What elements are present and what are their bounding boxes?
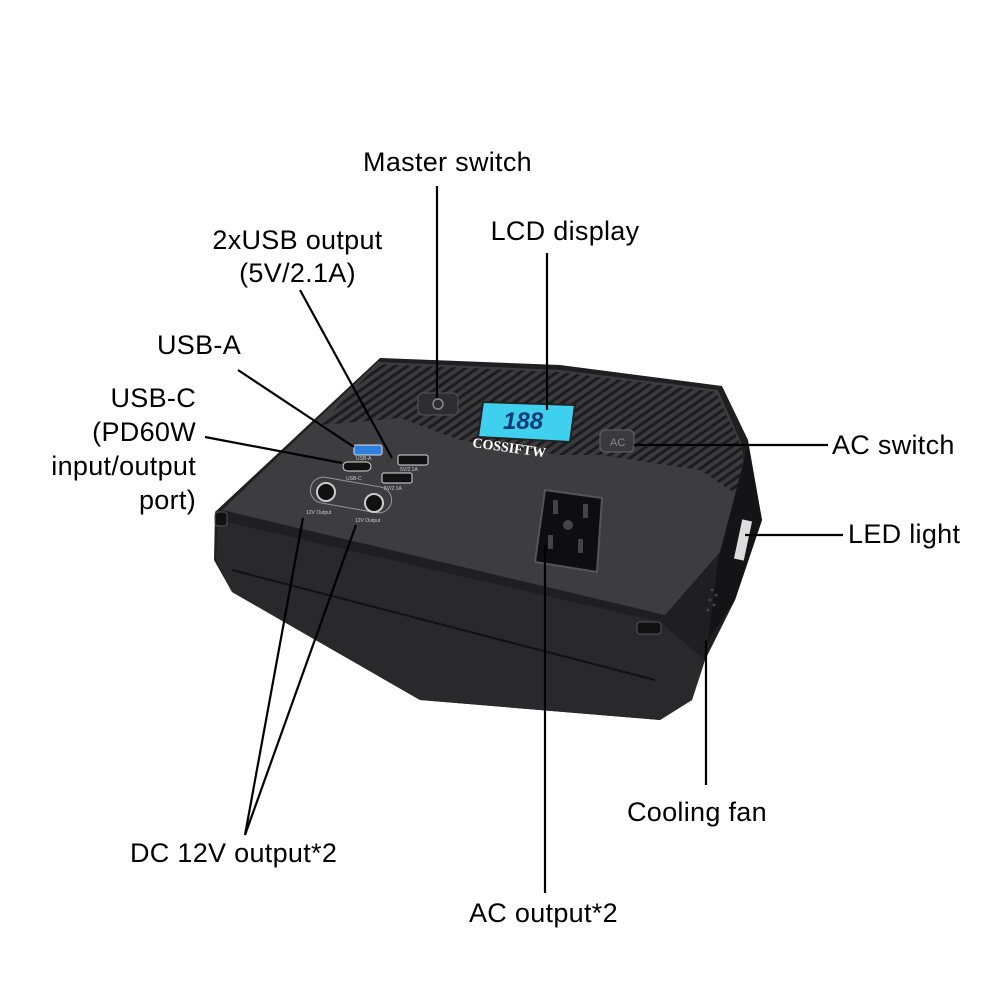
label-usb-c-io: input/output bbox=[51, 451, 196, 481]
ac-switch-button[interactable] bbox=[599, 429, 635, 453]
front-seam bbox=[231, 569, 656, 681]
side-handle-right bbox=[636, 621, 662, 635]
usb-c-port[interactable] bbox=[342, 461, 372, 472]
ac-button-label: AC bbox=[610, 437, 625, 449]
usb-5v-port-1[interactable] bbox=[397, 454, 429, 466]
side-handle-left bbox=[214, 511, 228, 527]
label-lcd-display: LCD display bbox=[490, 216, 640, 246]
dc-label-1: 12V Output bbox=[306, 510, 332, 516]
dc-label-2: 12V Output bbox=[355, 518, 381, 524]
usb-a-label: USB-A bbox=[356, 456, 372, 462]
label-usb-a: USB-A bbox=[157, 330, 242, 360]
usb-5v-label-2: 5V/2.1A bbox=[384, 486, 402, 492]
label-ac-switch: AC switch bbox=[832, 430, 955, 460]
lcd-reading: 188 bbox=[503, 408, 544, 435]
label-led-light: LED light bbox=[848, 519, 961, 549]
leader-usb-a bbox=[237, 369, 355, 448]
usb-a-port[interactable] bbox=[353, 444, 383, 456]
dc-output-panel bbox=[309, 476, 393, 514]
power-icon bbox=[432, 398, 444, 410]
led-light-strip bbox=[733, 519, 753, 561]
leader-dc-output-2 bbox=[243, 524, 358, 836]
leader-usb-output bbox=[299, 289, 393, 459]
dc-output-port-2[interactable] bbox=[364, 493, 384, 513]
device-front bbox=[216, 520, 705, 720]
ac-outlet[interactable] bbox=[533, 488, 604, 574]
label-usb-c: USB-C bbox=[110, 383, 196, 413]
label-cooling-fan: Cooling fan bbox=[627, 797, 767, 827]
cooling-fan-vents bbox=[706, 588, 718, 612]
leader-dc-output-1 bbox=[243, 517, 305, 836]
usb-c-label: USB-C bbox=[346, 476, 362, 482]
label-usb-output: 2xUSB output bbox=[212, 225, 383, 255]
side-panel bbox=[708, 445, 762, 640]
label-master-switch: Master switch bbox=[363, 147, 532, 177]
label-dc-output: DC 12V output*2 bbox=[130, 838, 338, 868]
label-usb-c-pd: (PD60W bbox=[92, 417, 196, 447]
lcd-screen bbox=[476, 400, 577, 444]
label-usb-c-port: port) bbox=[138, 485, 196, 515]
dc-output-port-1[interactable] bbox=[316, 482, 336, 502]
usb-5v-port-2[interactable] bbox=[381, 472, 413, 484]
leader-usb-c bbox=[204, 435, 343, 465]
usb-5v-label-1: 5V/2.1A bbox=[400, 467, 418, 473]
label-ac-output: AC output*2 bbox=[469, 898, 618, 928]
label-usb-output-spec: (5V/2.1A) bbox=[239, 258, 356, 288]
leader-lines bbox=[204, 186, 843, 893]
